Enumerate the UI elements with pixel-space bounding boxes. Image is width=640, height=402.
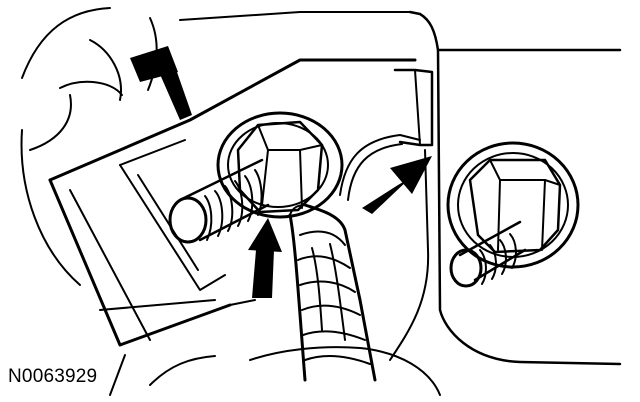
ground-stud-bolt: [168, 111, 344, 244]
callout-arrow-icon: [248, 218, 282, 298]
right-stud-bolt: [446, 141, 580, 288]
figure-id-label: N0063929: [8, 366, 98, 387]
engine-block: [149, 10, 622, 396]
bracket: [48, 58, 417, 396]
engine-casting: [20, 7, 411, 286]
wire-lead: [288, 134, 421, 382]
callout-arrows: [130, 46, 432, 298]
callout-arrow-icon: [130, 46, 192, 120]
callout-arrow-icon: [362, 156, 432, 214]
